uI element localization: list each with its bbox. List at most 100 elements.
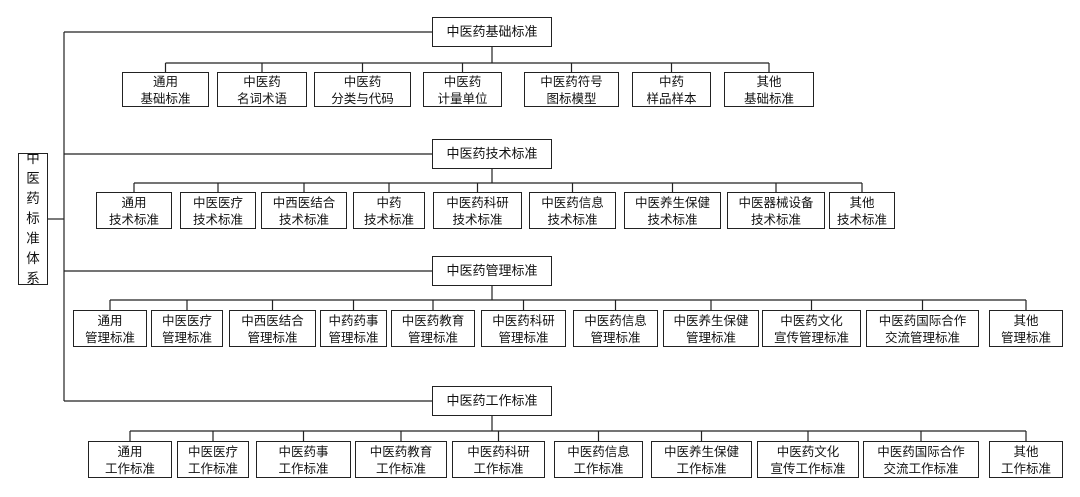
standard-node-label: 中医医疗 xyxy=(187,443,238,459)
standard-node-sublabel: 工作标准 xyxy=(573,460,624,476)
category-node-4-label: 中医药工作标准 xyxy=(446,393,538,409)
standard-node: 中医药分类与代码 xyxy=(314,72,411,107)
standard-node-sublabel: 管理标准 xyxy=(498,329,549,345)
standard-node-label: 通用 xyxy=(152,73,178,89)
standard-node-label: 中医药科研 xyxy=(446,194,509,210)
category-node-4: 中医药工作标准 xyxy=(432,386,552,416)
root-node-label: 中医药标准体系 xyxy=(26,153,40,285)
standard-node-sublabel: 工作标准 xyxy=(676,460,727,476)
standard-node-sublabel: 管理标准 xyxy=(685,329,736,345)
standard-node-label: 其他 xyxy=(756,73,782,89)
standard-node: 通用管理标准 xyxy=(73,310,147,347)
category-node-1: 中医药基础标准 xyxy=(432,17,552,47)
standard-node-label: 其他 xyxy=(849,194,875,210)
standard-node-sublabel: 工作标准 xyxy=(375,460,426,476)
standard-node: 其他管理标准 xyxy=(989,310,1063,347)
standard-node-label: 中医药信息 xyxy=(584,312,647,328)
standard-node-sublabel: 样品样本 xyxy=(646,90,697,106)
standard-node-label: 中医药信息 xyxy=(541,194,604,210)
standard-node: 中医医疗技术标准 xyxy=(180,192,256,229)
standard-node-label: 通用 xyxy=(97,312,123,328)
standard-node: 中西医结合技术标准 xyxy=(261,192,347,229)
standard-node-sublabel: 技术标准 xyxy=(836,211,887,227)
standard-node: 中医药科研管理标准 xyxy=(481,310,566,347)
standard-node-sublabel: 分类与代码 xyxy=(331,90,394,106)
standard-node: 中医药国际合作交流管理标准 xyxy=(866,310,979,347)
standard-node: 中医药科研技术标准 xyxy=(433,192,522,229)
standard-node: 中医药国际合作交流工作标准 xyxy=(863,441,979,478)
standard-node: 中医药文化宣传工作标准 xyxy=(757,441,859,478)
standard-node: 中医药教育管理标准 xyxy=(391,310,475,347)
standard-node-sublabel: 工作标准 xyxy=(104,460,155,476)
standard-node: 中医药信息管理标准 xyxy=(573,310,658,347)
standard-node-label: 中医药 xyxy=(343,73,382,89)
standard-node: 中医药事工作标准 xyxy=(256,441,351,478)
standard-node-sublabel: 图标模型 xyxy=(546,90,597,106)
standard-node-label: 中西医结合 xyxy=(272,194,336,210)
standard-node-sublabel: 工作标准 xyxy=(278,460,329,476)
standard-node-label: 中药 xyxy=(658,73,684,89)
standard-node-sublabel: 技术标准 xyxy=(647,211,698,227)
standard-node: 其他技术标准 xyxy=(829,192,895,229)
standard-node: 中医器械设备技术标准 xyxy=(727,192,825,229)
standard-node-sublabel: 技术标准 xyxy=(108,211,159,227)
standard-node: 中西医结合管理标准 xyxy=(229,310,316,347)
standard-node-label: 中药药事 xyxy=(328,312,379,328)
standard-node-label: 通用 xyxy=(117,443,143,459)
standard-node-sublabel: 管理标准 xyxy=(407,329,458,345)
standard-node: 中医药计量单位 xyxy=(423,72,502,107)
standard-node-sublabel: 管理标准 xyxy=(247,329,298,345)
standard-node: 中医药信息工作标准 xyxy=(554,441,643,478)
standard-node: 中医药名词术语 xyxy=(217,72,307,107)
standard-node-sublabel: 工作标准 xyxy=(1000,460,1051,476)
category-node-3-label: 中医药管理标准 xyxy=(446,263,538,279)
standard-node-sublabel: 管理标准 xyxy=(161,329,212,345)
standard-node-label: 中医养生保健 xyxy=(634,194,710,210)
standard-node-label: 中医药符号 xyxy=(540,73,603,89)
category-node-3: 中医药管理标准 xyxy=(432,256,552,286)
standard-node-label: 中医药教育 xyxy=(401,312,465,328)
standard-node-sublabel: 宣传工作标准 xyxy=(770,460,846,476)
standard-node-sublabel: 技术标准 xyxy=(547,211,598,227)
standard-node-label: 中西医结合 xyxy=(241,312,304,328)
standard-node: 通用工作标准 xyxy=(88,441,172,478)
standard-node-sublabel: 管理标准 xyxy=(84,329,135,345)
standard-node: 中医养生保健管理标准 xyxy=(663,310,759,347)
standard-node-sublabel: 交流工作标准 xyxy=(883,460,959,476)
standard-node: 中医药符号图标模型 xyxy=(524,72,619,107)
standard-node-label: 中医药事 xyxy=(278,443,329,459)
standard-node-label: 中医药科研 xyxy=(467,443,530,459)
standard-node-label: 中医药国际合作 xyxy=(878,312,967,328)
standard-node-label: 中医养生保健 xyxy=(673,312,749,328)
standard-node-label: 中医药科研 xyxy=(492,312,555,328)
standard-node-sublabel: 工作标准 xyxy=(473,460,524,476)
root-node: 中医药标准体系 xyxy=(18,153,48,285)
standard-node-label: 中医药文化 xyxy=(776,443,840,459)
standard-node: 通用技术标准 xyxy=(96,192,172,229)
standard-node: 中医养生保健技术标准 xyxy=(624,192,721,229)
standard-node-label: 中药 xyxy=(376,194,402,210)
category-node-1-label: 中医药基础标准 xyxy=(446,24,538,40)
standard-node-sublabel: 管理标准 xyxy=(590,329,641,345)
standard-node-label: 中医药教育 xyxy=(369,443,433,459)
standard-node-sublabel: 名词术语 xyxy=(236,90,287,106)
standard-node-sublabel: 管理标准 xyxy=(328,329,379,345)
standard-node-sublabel: 管理标准 xyxy=(1000,329,1051,345)
standard-node: 中医药文化宣传管理标准 xyxy=(762,310,861,347)
standard-node-sublabel: 技术标准 xyxy=(192,211,243,227)
standard-node-label: 中医药文化 xyxy=(780,312,843,328)
standard-node-label: 中医药 xyxy=(443,73,482,89)
standard-node-label: 中医药 xyxy=(243,73,281,89)
standard-node-sublabel: 技术标准 xyxy=(452,211,503,227)
standard-node-label: 其他 xyxy=(1013,312,1039,328)
standard-node-label: 中医药信息 xyxy=(567,443,630,459)
standard-node-label: 中医医疗 xyxy=(192,194,243,210)
category-node-2-label: 中医药技术标准 xyxy=(446,146,538,162)
standard-node: 其他工作标准 xyxy=(989,441,1063,478)
standard-node-sublabel: 技术标准 xyxy=(278,211,329,227)
standard-node-label: 中医药国际合作 xyxy=(877,443,965,459)
standard-node-label: 通用 xyxy=(121,194,147,210)
standard-node: 中医医疗工作标准 xyxy=(177,441,249,478)
standard-node-label: 中医器械设备 xyxy=(738,194,814,210)
